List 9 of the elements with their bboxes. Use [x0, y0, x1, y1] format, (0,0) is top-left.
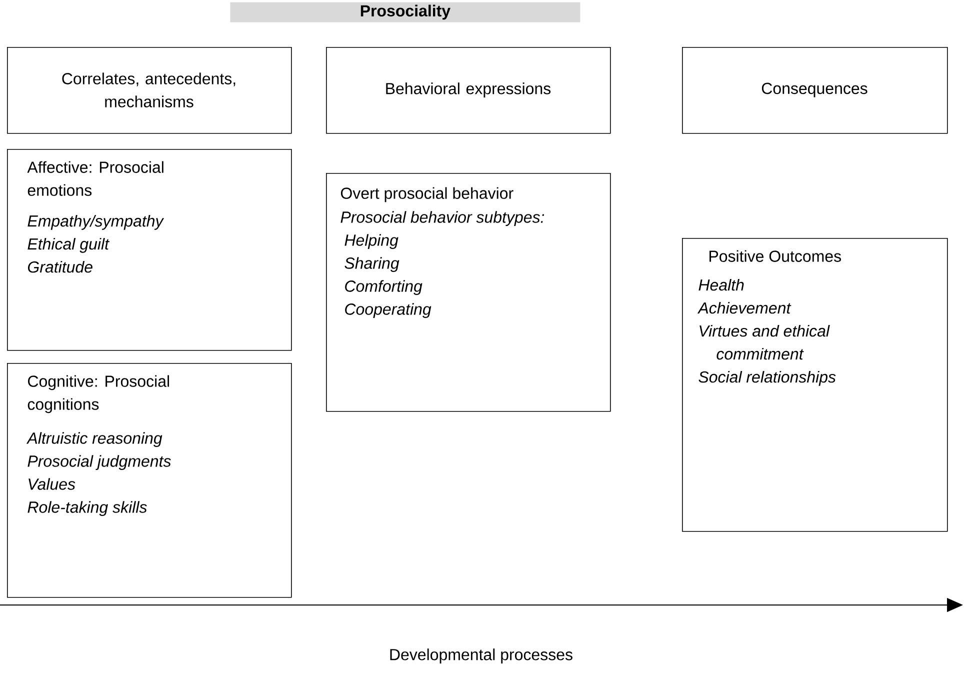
- category-box: Behavioral expressions: [326, 47, 611, 134]
- category-box: Correlates, antecedents, mechanisms: [7, 47, 292, 134]
- category-box: Consequences: [682, 47, 948, 134]
- category-box: Overt prosocial behavior Prosocial behavior subtypes: Helping Sharing Comforting Cooperating: [326, 172, 611, 412]
- category-box: Cognitive: Prosocial cognitions Altruistic reasoning Prosocial judgments Values Role-taking skills: [7, 362, 292, 598]
- title-band: Prosociality: [230, 2, 580, 22]
- category-box: Positive Outcomes Health Achievement Virtues and ethical commitment Social relationships: [682, 238, 948, 532]
- category-box: Affective: Prosocial emotions Empathy/sympathy Ethical guilt Gratitude: [7, 148, 292, 351]
- axis-label: Developmental processes: [390, 648, 572, 664]
